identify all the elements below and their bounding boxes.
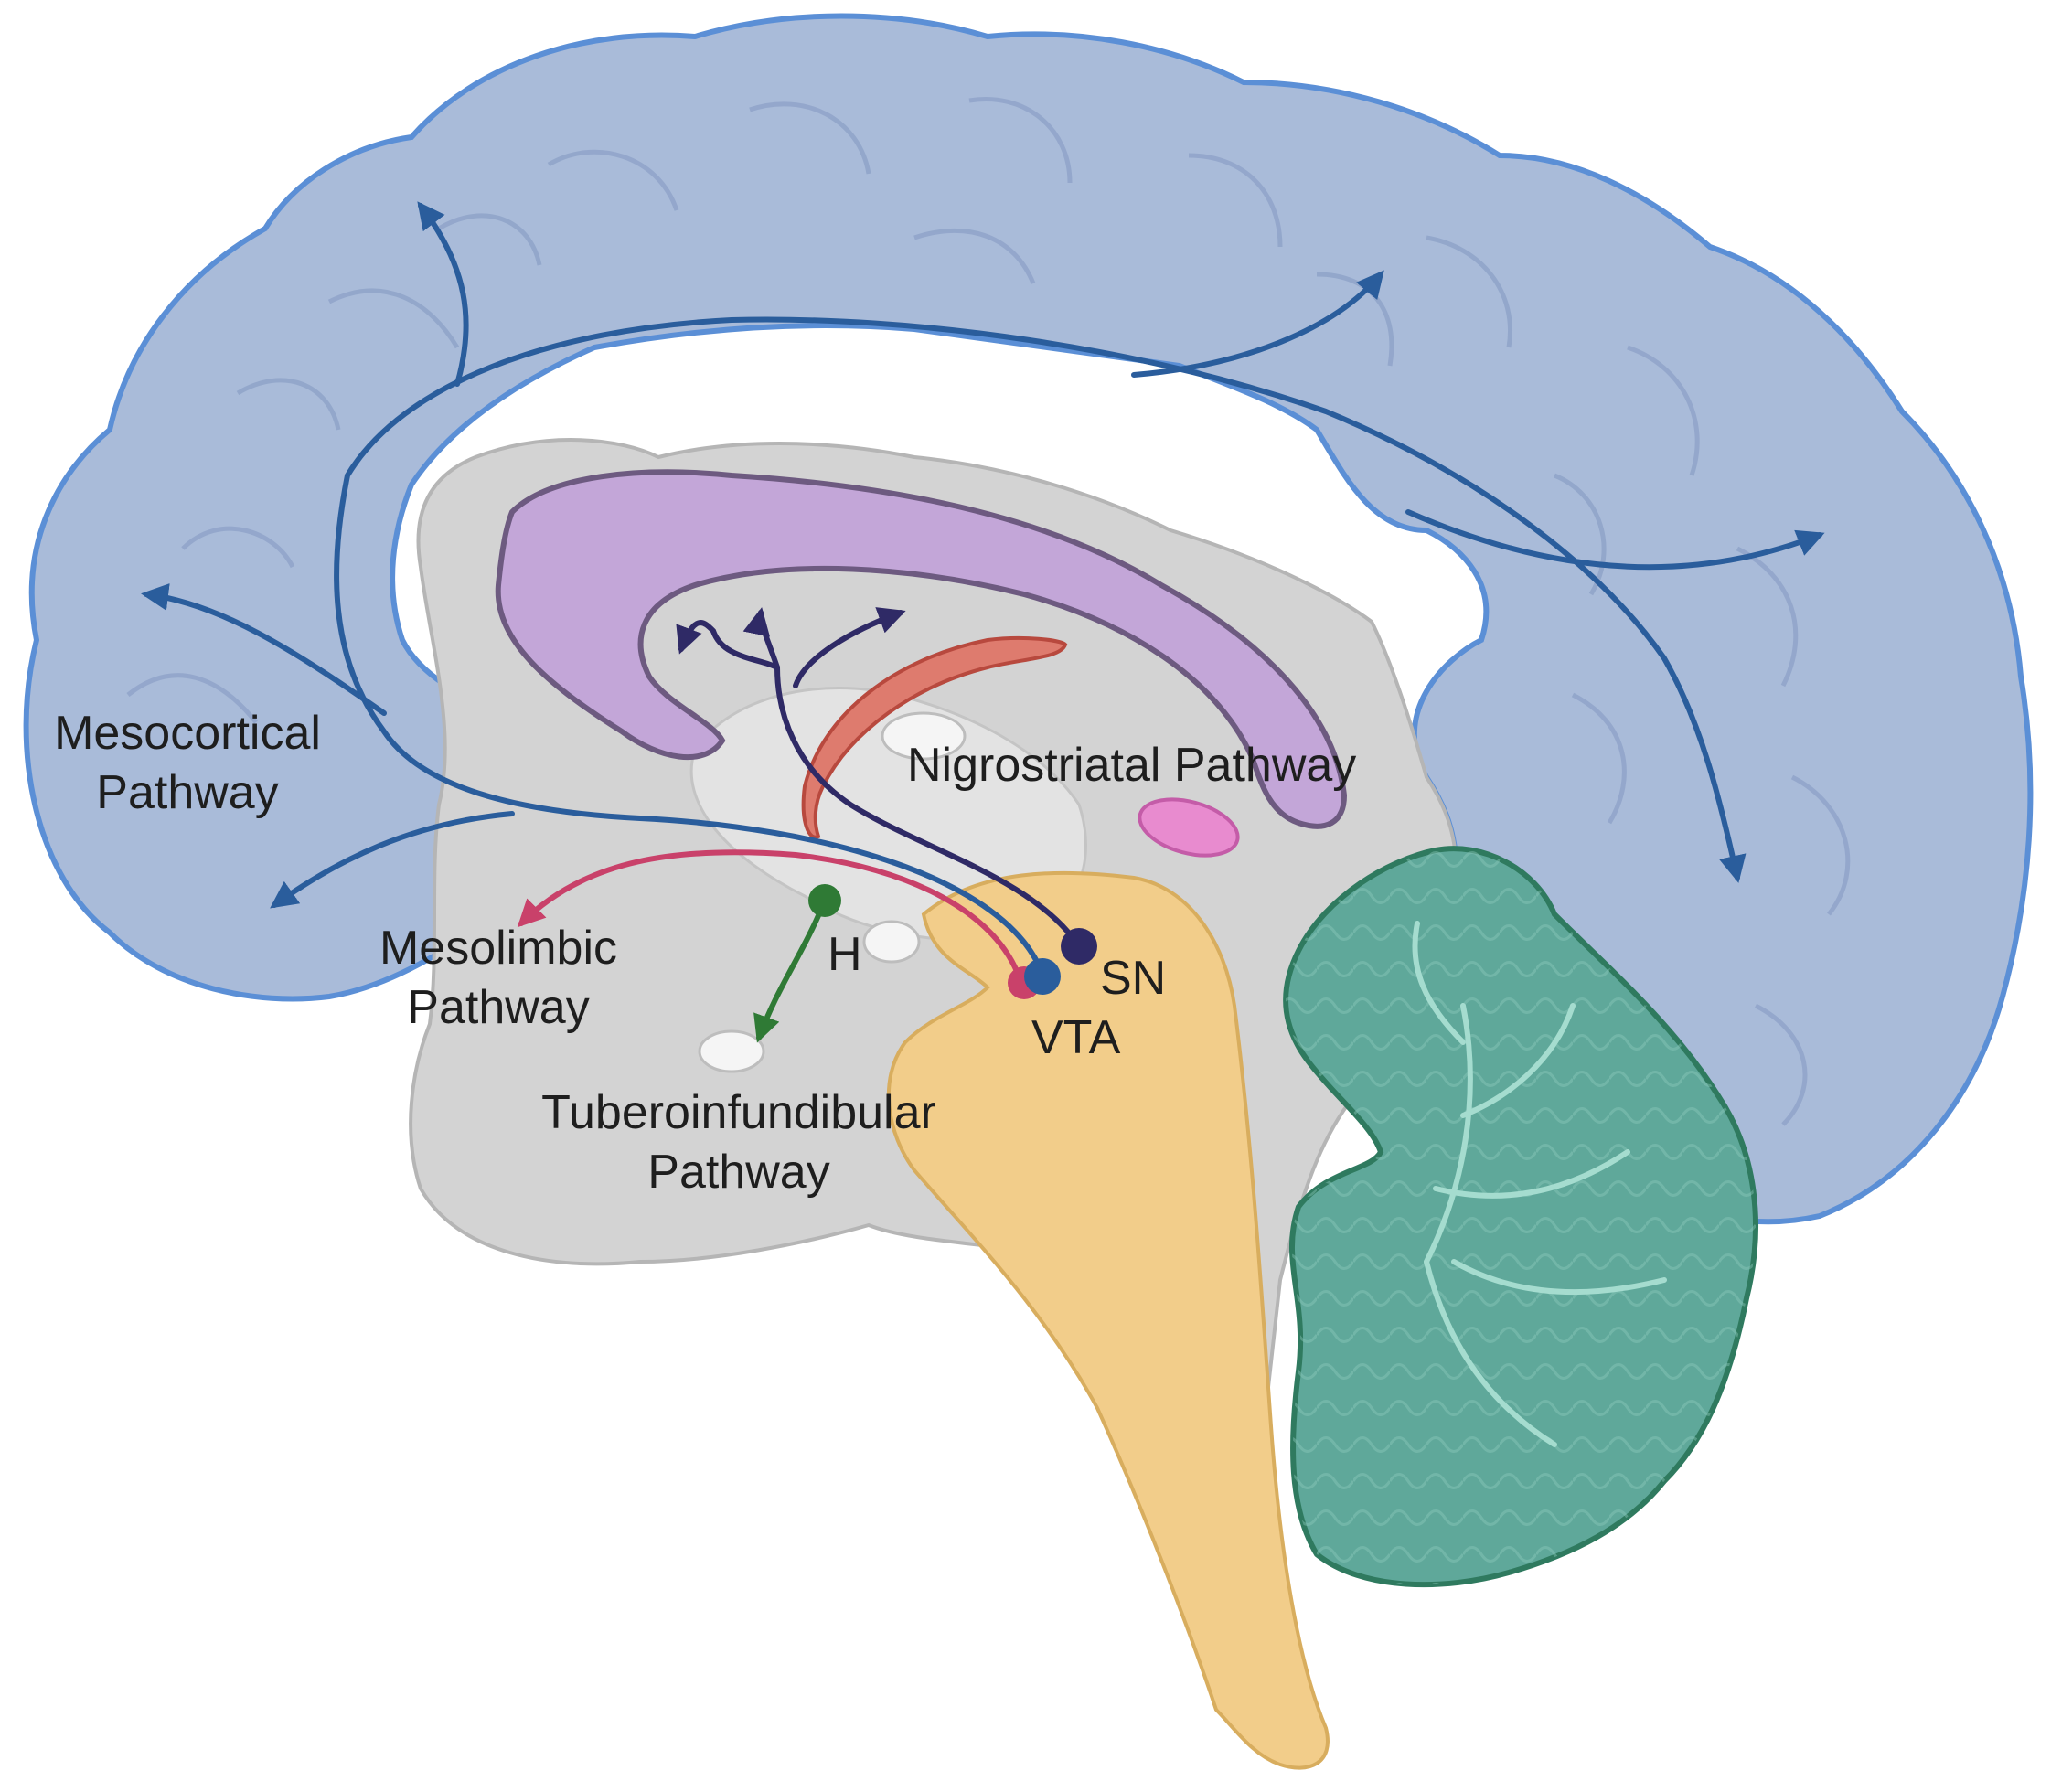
arbor-vitae [1412,921,1667,1447]
mesocortical-branch-lower-left [270,811,515,909]
pituitary-area [698,1029,765,1073]
brainstem [886,870,1330,1770]
cortex-gyri [126,97,1851,1126]
sn-nucleus-dot [1061,928,1097,965]
cerebellum-folia [1286,848,1756,1585]
mesocortical-branch-top-left [417,201,469,387]
mesocortical-branch-right [1405,509,1825,571]
mesocortical-label-line1: Mesocortical [54,707,321,760]
vta-label: VTA [1031,1011,1121,1064]
ventricle-space [881,711,967,761]
mesolimbic-label-line2: Pathway [407,981,590,1034]
mesocortical-branch-upper-right [1131,270,1384,378]
sn-label: SN [1100,952,1167,1005]
mesocortical-branch-left [141,583,387,716]
mesolimbic-label-line1: Mesolimbic [379,922,618,975]
tuberoinfundibular-label: Tuberoinfundibular Pathway [541,1083,936,1202]
mesocortical-label-line2: Pathway [96,766,279,819]
corpus-callosum [495,469,1348,829]
mesolimbic-label: Mesolimbic Pathway [379,919,617,1038]
tuberoinfundibular-label-line2: Pathway [647,1146,830,1199]
tuberoinfundibular-label-line1: Tuberoinfundibular [541,1086,936,1139]
mesolimbic-pathway [517,849,1022,981]
nigrostriatal-label: Nigrostriatal Pathway [907,739,1357,792]
nigrostriatal-pathway [676,607,1082,949]
small-ventricle [862,920,921,964]
h-nucleus-dot [808,884,841,917]
striatum [801,635,1068,839]
mesocortical-pathway [141,201,1825,976]
vta-nucleus-dot [1024,958,1061,995]
mesocortical-label: Mesocortical Pathway [54,704,321,823]
pink-nucleus [1138,797,1240,858]
tuberoinfundibular-pathway [753,898,828,1043]
h-label: H [828,928,862,981]
